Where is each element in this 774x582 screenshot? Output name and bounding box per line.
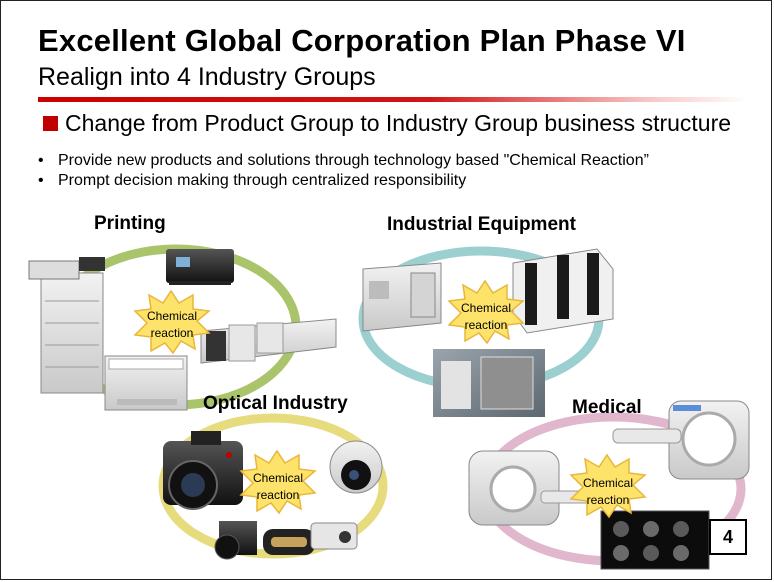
burst-line-2: reaction [137, 325, 207, 342]
optical-industry-group-label: Optical Industry [203, 393, 348, 415]
optical-burst-text: Chemical reaction [243, 470, 313, 504]
medical-imaging-monitors-image [601, 511, 709, 569]
burst-line-2: reaction [573, 492, 643, 509]
printing-burst-text: Chemical reaction [137, 308, 207, 342]
semiconductor-lithography-system-image [363, 263, 441, 331]
printing-group-label: Printing [94, 213, 166, 235]
industrial-camera-image [215, 521, 257, 559]
industrial-equipment-group-label: Industrial Equipment [387, 214, 576, 236]
production-printer-image [201, 319, 336, 363]
page-number: 4 [709, 519, 747, 555]
laser-printer-image [105, 356, 187, 410]
vacuum-deposition-facility-image [433, 349, 545, 417]
network-camera-image [330, 441, 382, 493]
mirrorless-camera-image [163, 431, 243, 509]
inkjet-printer-image [166, 249, 234, 285]
vr-headset-image [263, 529, 315, 555]
medical-burst-text: Chemical reaction [573, 475, 643, 509]
industrial-burst-text: Chemical reaction [451, 300, 521, 334]
medical-group-label: Medical [572, 397, 642, 419]
burst-line-2: reaction [243, 487, 313, 504]
burst-line-1: Chemical [451, 300, 521, 317]
office-multifunction-printer-image [29, 257, 105, 393]
burst-line-2: reaction [451, 317, 521, 334]
burst-line-1: Chemical [573, 475, 643, 492]
projector-image [311, 523, 357, 549]
burst-line-1: Chemical [243, 470, 313, 487]
burst-line-1: Chemical [137, 308, 207, 325]
flat-panel-display-equipment-image [513, 249, 613, 333]
